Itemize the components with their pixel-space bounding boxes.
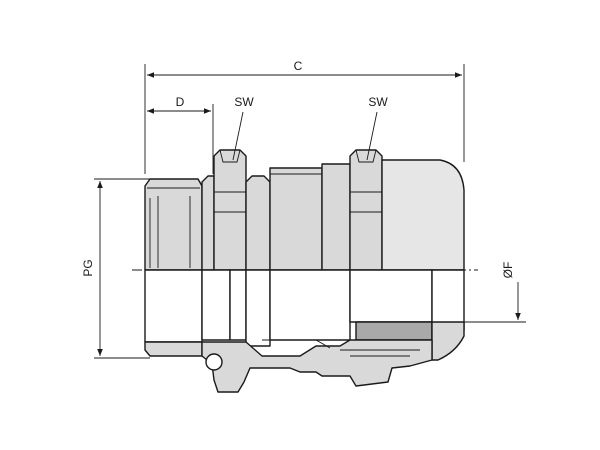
gland-section-view <box>144 269 465 393</box>
dimension-pg: PG <box>81 178 150 359</box>
dimension-sw-cap-label: SW <box>368 95 388 109</box>
gland-upper-view <box>144 149 465 271</box>
dimension-d: D <box>147 95 214 174</box>
dimension-c-label: C <box>294 59 303 73</box>
seal-insert <box>355 321 433 341</box>
body-hex-nut <box>213 149 247 271</box>
dimension-f-label: ØF <box>501 262 515 279</box>
dimension-sw-body: SW <box>232 95 254 161</box>
cap-hex-nut <box>349 149 383 271</box>
domed-cap <box>381 159 465 271</box>
body-bottom-profile <box>201 339 433 393</box>
body-middle <box>269 167 323 271</box>
dimension-f: ØF <box>432 262 526 323</box>
thread-section-upper <box>144 178 203 271</box>
dimension-sw-cap: SW <box>366 95 388 161</box>
thread-texture <box>147 187 200 268</box>
o-ring <box>205 353 223 371</box>
dimension-pg-label: PG <box>81 259 95 276</box>
dimension-d-label: D <box>176 95 185 109</box>
dimension-c: C <box>144 59 465 174</box>
dimension-sw-body-label: SW <box>234 95 254 109</box>
